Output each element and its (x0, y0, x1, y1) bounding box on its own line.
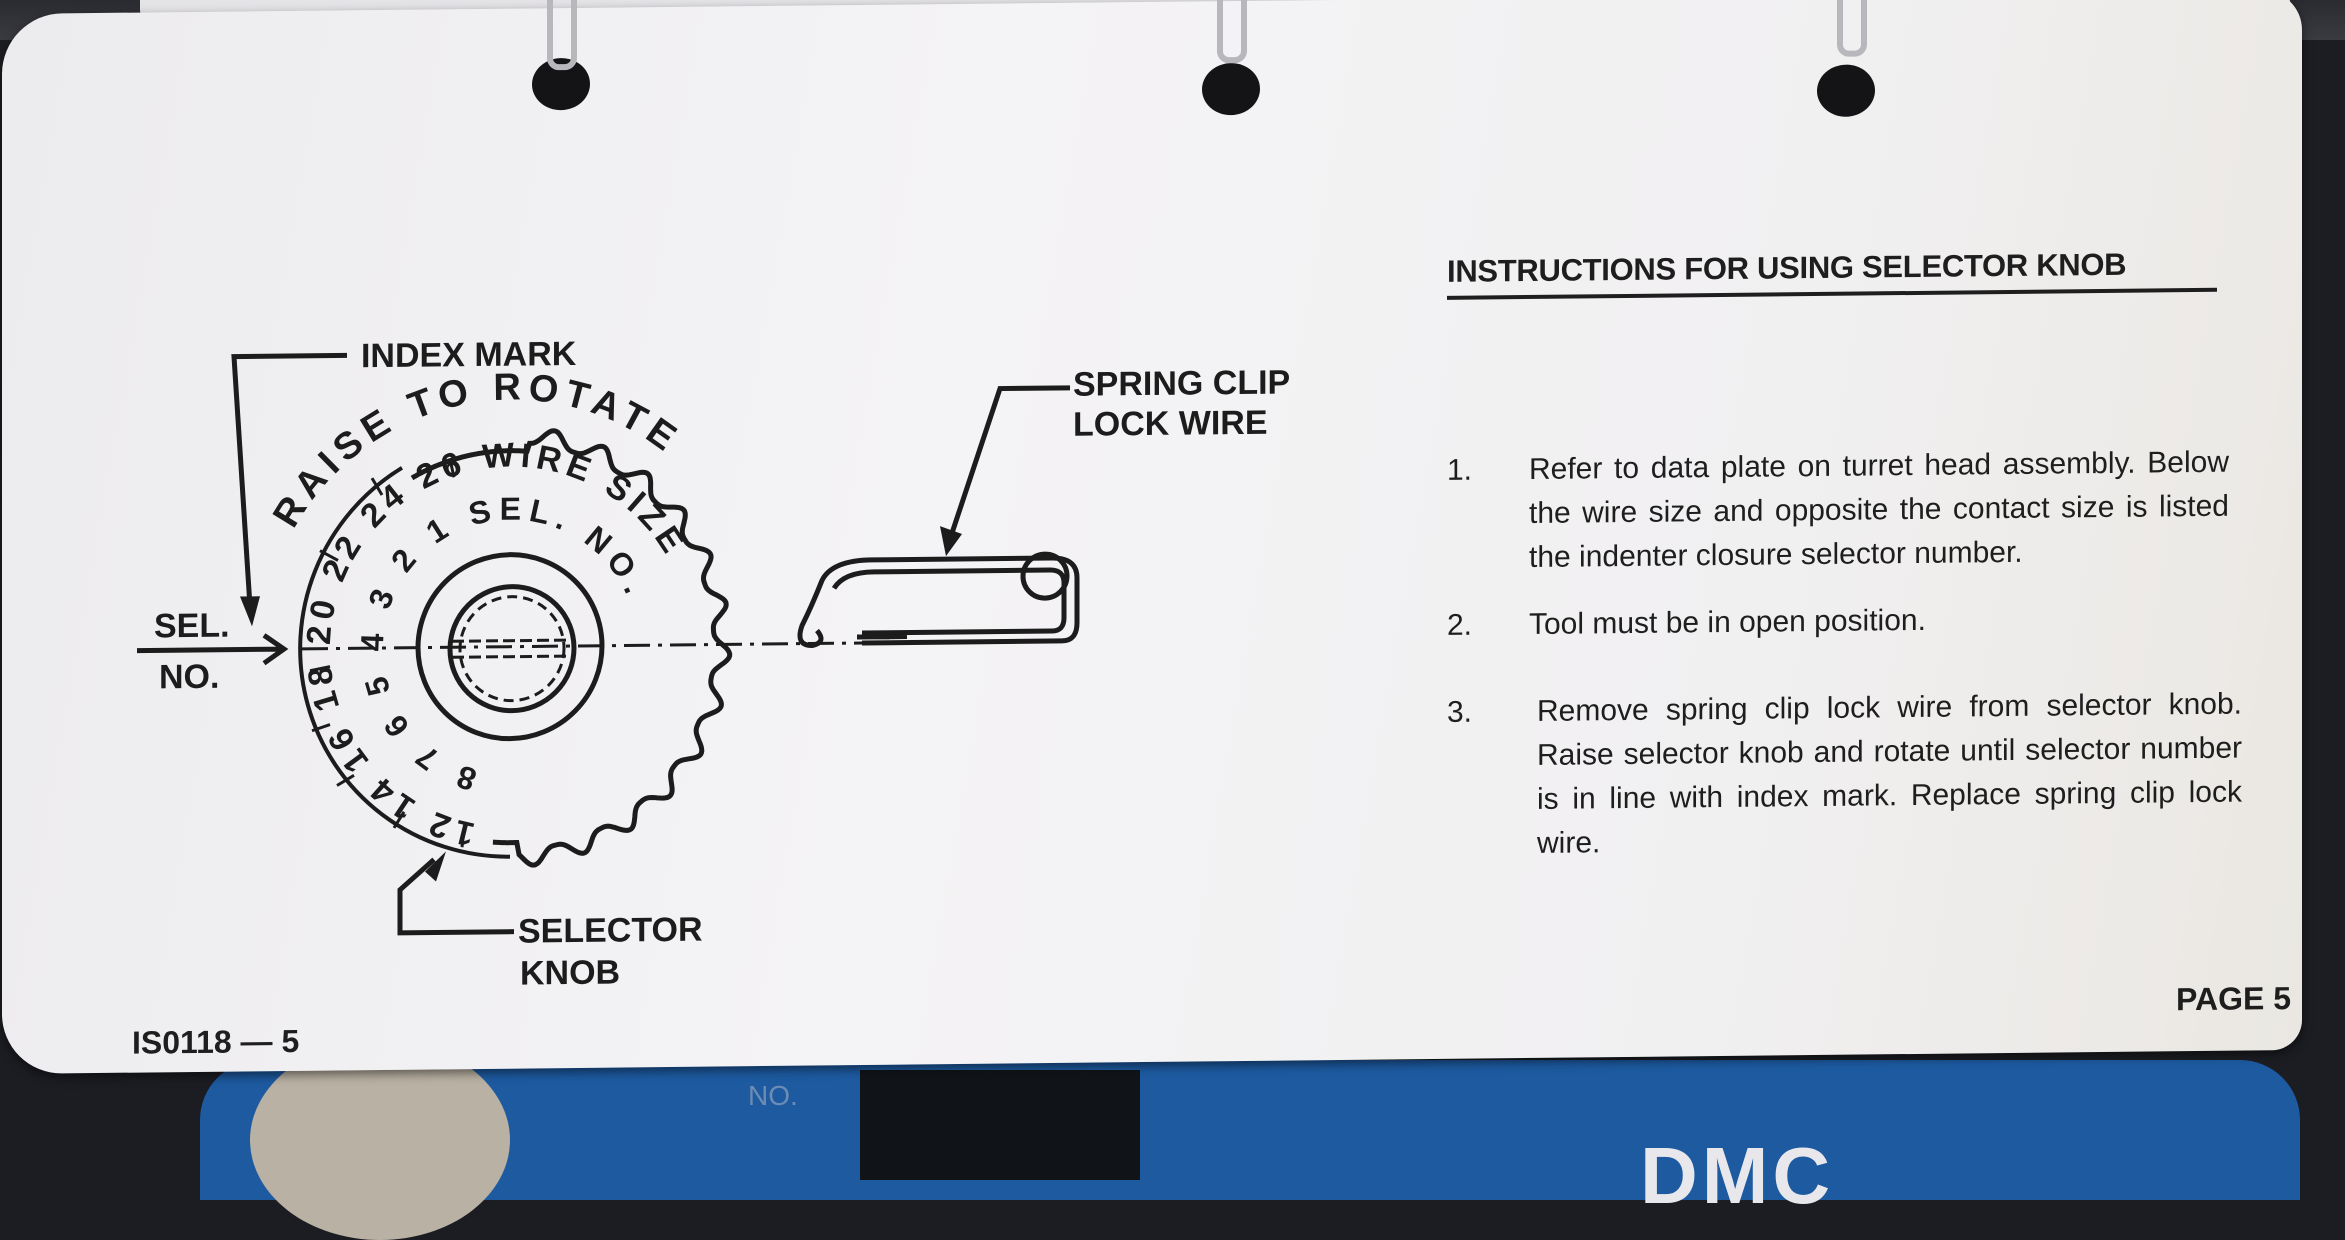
instruction-number: 1. (1447, 453, 1473, 487)
knob-screw-dashed (458, 595, 566, 703)
page-number: PAGE 5 (2176, 980, 2291, 1018)
spring-clip-eye (1020, 551, 1070, 601)
centerline (302, 641, 862, 651)
spring-clip-label-line1: SPRING CLIP (1073, 364, 1290, 404)
instructions-section: INSTRUCTIONS FOR USING SELECTOR KNOB 1. … (1447, 245, 2242, 860)
index-mark-arrowhead (240, 596, 260, 627)
instruction-number: 2. (1447, 608, 1473, 642)
spring-clip-lock-wire (797, 555, 1080, 649)
instruction-text: Remove spring clip lock wire from select… (1537, 687, 2242, 860)
selector-knob-leader (397, 857, 514, 936)
manual-page: INDEX MARK SEL. NO. SPRING CLIP LOCK WIR… (2, 0, 2302, 1075)
instruction-text: Refer to data plate on turret head assem… (1529, 445, 2229, 575)
index-mark-leader (231, 352, 347, 607)
sel-no-label-line2: NO. (159, 658, 219, 697)
spring-clip-label-line2: LOCK WIRE (1073, 404, 1268, 444)
wire-size-ring-arc (298, 466, 511, 859)
document-id: IS0118 — 5 (132, 1022, 300, 1061)
tick-marks (309, 458, 466, 848)
tool-selector-knob (860, 1070, 1140, 1180)
instructions-title: INSTRUCTIONS FOR USING SELECTOR KNOB (1447, 245, 2217, 300)
knob-screw (447, 584, 577, 714)
tool-label: NO. (748, 1080, 798, 1111)
screw-slot (452, 638, 572, 659)
selector-knob-arrowhead (425, 851, 446, 882)
selector-knob-diagram: INDEX MARK SEL. NO. SPRING CLIP LOCK WIR… (137, 335, 1290, 993)
spring-clip-leader (947, 385, 1070, 540)
instruction-text: Tool must be in open position. (1529, 603, 1926, 642)
selector-knob-label-line2: KNOB (520, 954, 620, 993)
knob-outline (410, 428, 733, 868)
sel-no-label-line1: SEL. (154, 607, 230, 646)
index-mark-label: INDEX MARK (361, 335, 577, 375)
selector-number-scale: 8 7 6 5 4 3 2 1 SEL. NO. (354, 489, 653, 799)
spring-clip-arrowhead (940, 526, 962, 557)
selector-knob-label-line1: SELECTOR (518, 911, 703, 951)
instruction-number: 3. (1447, 695, 1473, 729)
sel-no-arrow (137, 633, 289, 666)
